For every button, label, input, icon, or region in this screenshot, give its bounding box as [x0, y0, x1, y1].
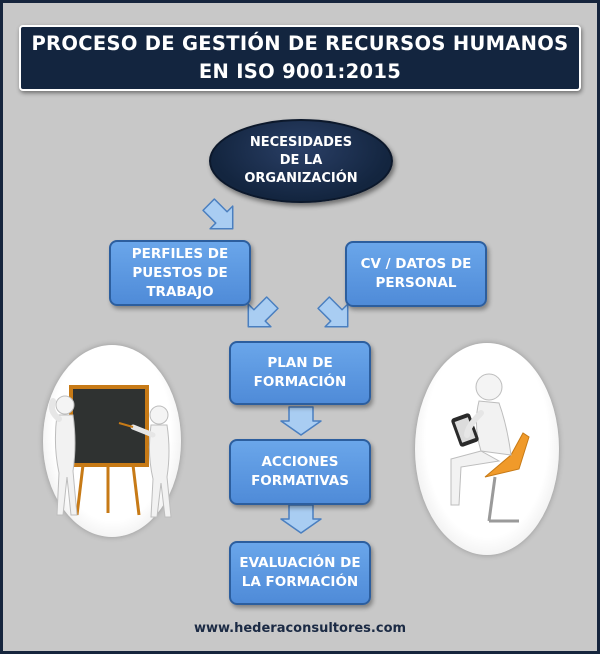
- left-illustration-oval: [43, 345, 181, 537]
- node-profiles-line-2: PUESTOS DE: [132, 264, 228, 281]
- node-cv-data: CV / DATOS DE PERSONAL: [345, 241, 487, 307]
- node-evaluation-line-1: EVALUACIÓN DE: [239, 555, 361, 571]
- arrow-cv-to-plan: [317, 296, 349, 328]
- title-line-2: EN ISO 9001:2015: [198, 60, 402, 83]
- node-training-plan: PLAN DE FORMACIÓN: [229, 341, 371, 405]
- arrow-profiles-to-plan: [247, 296, 279, 328]
- node-profiles-line-1: PERFILES DE: [131, 245, 229, 262]
- footer-url: www.hederaconsultores.com: [193, 621, 407, 636]
- title-banner: PROCESO DE GESTIÓN DE RECURSOS HUMANOS E…: [19, 25, 581, 91]
- node-job-profiles: PERFILES DE PUESTOS DE TRABAJO: [109, 240, 251, 306]
- node-plan-line-2: FORMACIÓN: [253, 374, 347, 390]
- node-plan-line-1: PLAN DE: [267, 355, 333, 371]
- arrow-actions-to-evaluation: [280, 504, 322, 534]
- right-illustration-oval: [415, 343, 559, 555]
- title-line-1: PROCESO DE GESTIÓN DE RECURSOS HUMANOS: [31, 32, 569, 55]
- tablet-figure-icon: [450, 373, 530, 523]
- node-profiles-line-3: TRABAJO: [146, 283, 214, 300]
- node-actions-line-2: FORMATIVAS: [251, 473, 349, 489]
- node-actions-line-1: ACCIONES: [261, 454, 339, 470]
- node-cv-line-2: PERSONAL: [375, 275, 457, 291]
- node-evaluation-line-2: LA FORMACIÓN: [241, 574, 359, 590]
- flow-arrows: [202, 198, 349, 534]
- node-cv-line-1: CV / DATOS DE: [360, 256, 472, 272]
- node-needs-line-2: DE LA: [279, 153, 323, 168]
- arrow-needs-to-profiles: [202, 198, 234, 230]
- node-needs-line-1: NECESIDADES: [249, 135, 353, 150]
- arrow-plan-to-actions: [280, 406, 322, 436]
- node-organization-needs: NECESIDADES DE LA ORGANIZACIÓN: [209, 119, 393, 203]
- node-training-evaluation: EVALUACIÓN DE LA FORMACIÓN: [229, 541, 371, 605]
- node-training-actions: ACCIONES FORMATIVAS: [229, 439, 371, 505]
- blackboard-figures-icon: [48, 385, 172, 518]
- node-needs-line-3: ORGANIZACIÓN: [244, 171, 358, 186]
